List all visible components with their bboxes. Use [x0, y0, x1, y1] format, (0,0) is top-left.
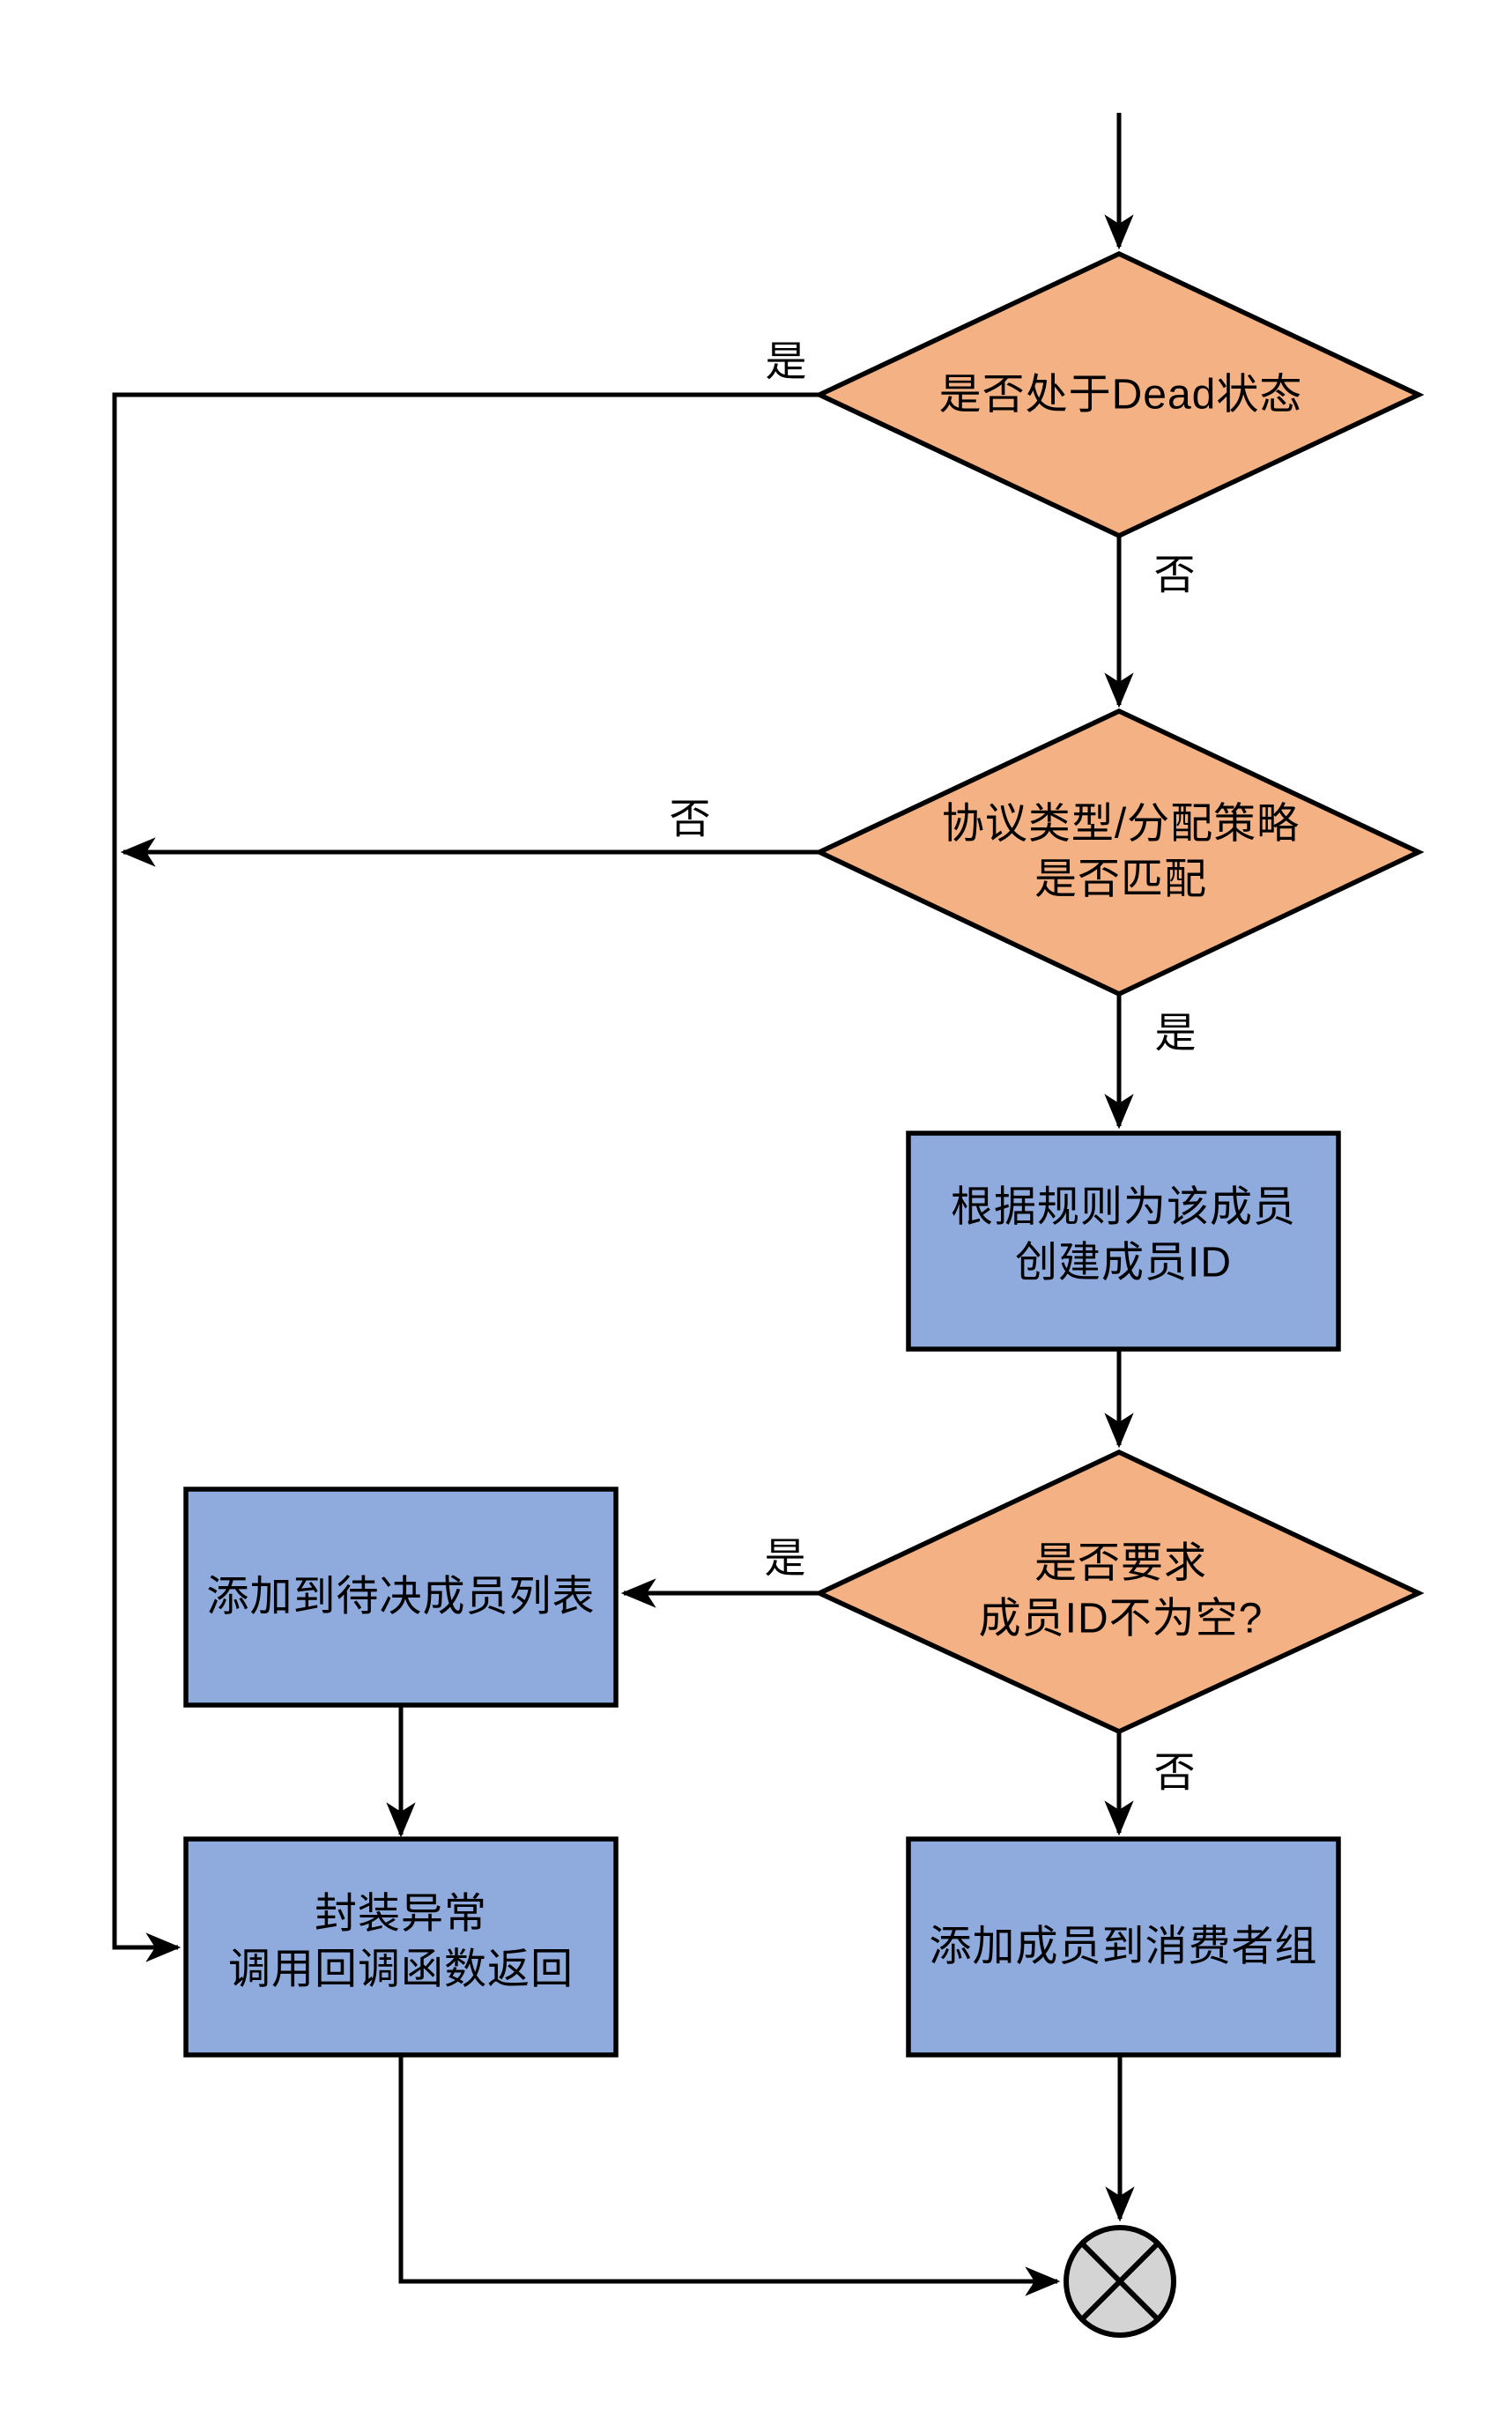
- terminator-cross-line2: [1079, 2241, 1160, 2322]
- decision-dead-diamond: [813, 250, 1425, 539]
- edge-label-member-id-no: 否: [1153, 1748, 1196, 1796]
- terminator-crossed-circle: [1064, 2225, 1176, 2338]
- decision-dead-label: 是否处于Dead状态: [938, 371, 1303, 419]
- process-create-id-label: 根据规则为该成员 创建成员ID: [950, 1183, 1297, 1287]
- edge-exception-to-end: [398, 2055, 1061, 2296]
- decision-protocol-label: 协议类型/分配策略是否匹配: [941, 800, 1301, 903]
- edge-label-protocol-no: 否: [669, 795, 711, 842]
- process-add-member-box: [906, 1836, 1341, 2058]
- process-exception-label: 封装异常 调用回调函数返回: [227, 1890, 574, 1993]
- process-create-id-box: [906, 1131, 1341, 1352]
- decision-member-id-label: 是否要求 成员ID不为空?: [978, 1539, 1264, 1643]
- edge-label-protocol-yes: 是: [1154, 1009, 1197, 1057]
- process-exception-box: [183, 1836, 619, 2058]
- process-pending-box: [183, 1487, 619, 1708]
- edges: [112, 113, 1135, 2296]
- process-pending-label: 添加到待决成员列表: [206, 1573, 596, 1620]
- process-add-member-label: 添加成员到消费者组: [929, 1923, 1318, 1970]
- edge-dead-yes: [112, 392, 819, 1962]
- edge-label-dead-yes: 是: [765, 337, 807, 385]
- node-shapes: [183, 250, 1425, 2338]
- edge-label-dead-no: 否: [1153, 551, 1196, 598]
- decision-member-id-diamond: [813, 1449, 1425, 1735]
- decision-protocol-diamond: [813, 708, 1425, 997]
- edge-label-member-id-yes: 是: [764, 1534, 806, 1582]
